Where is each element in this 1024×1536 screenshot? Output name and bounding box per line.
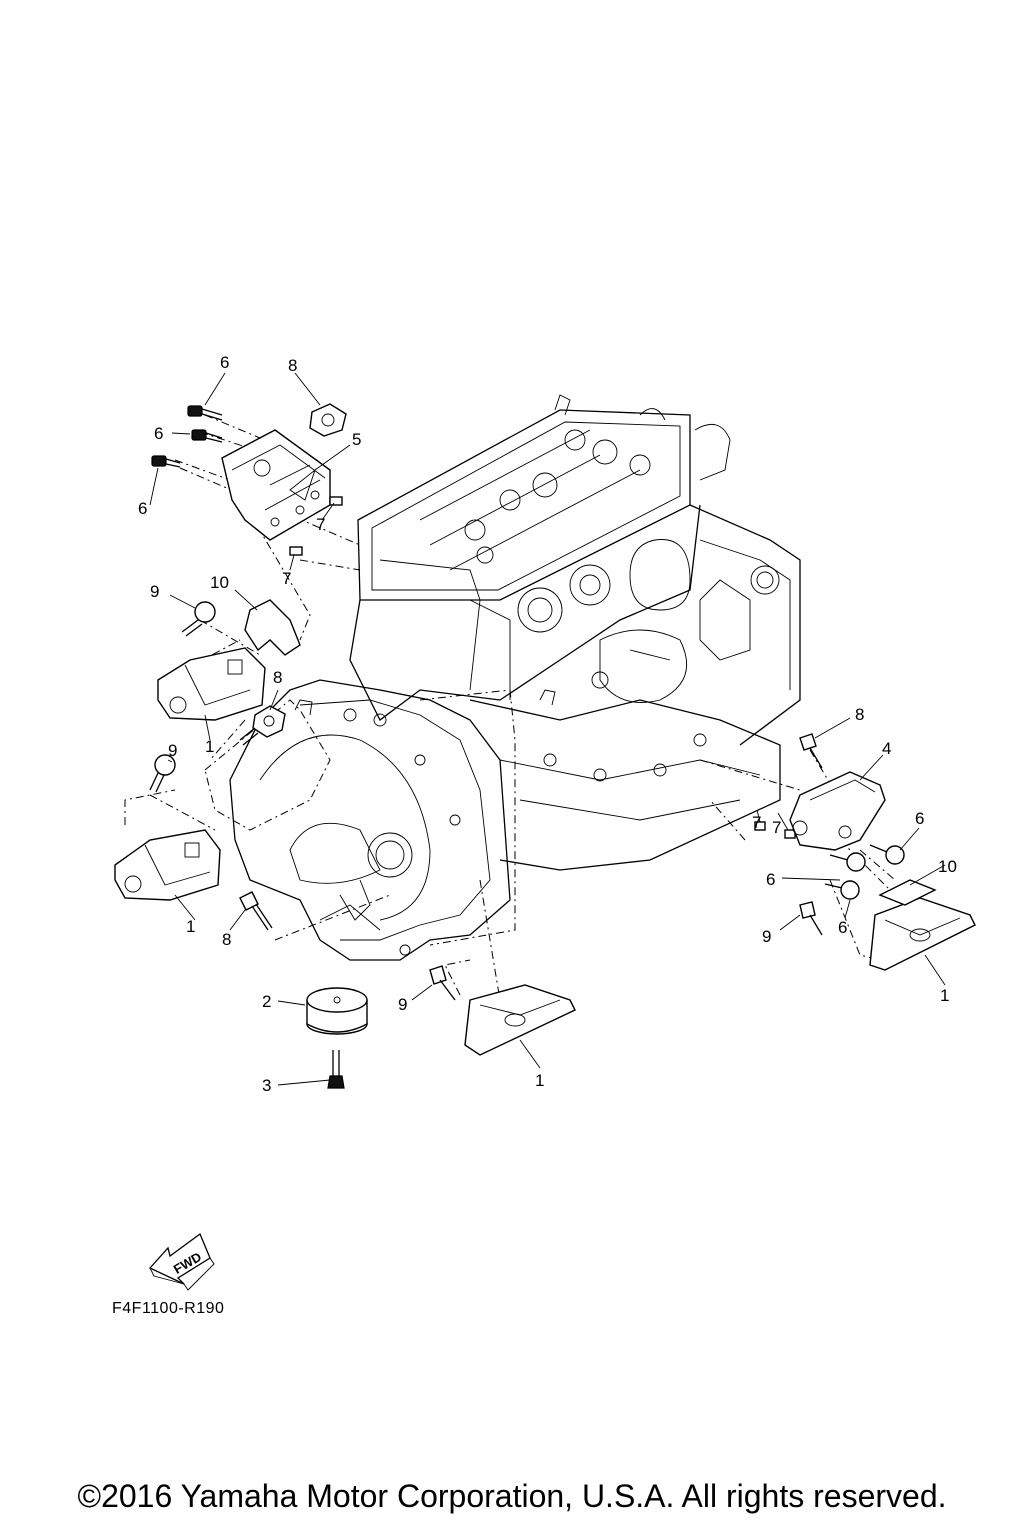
callout: 9 [150,582,159,601]
diagram-code: F4F1100-R190 [112,1300,225,1317]
callout: 7 [282,569,291,588]
callout: 8 [273,668,282,687]
leader-lines [149,372,946,1086]
callout: 8 [288,356,297,375]
part-1-mount-center [464,984,576,1056]
callout: 3 [262,1076,271,1095]
part-9-bolts [149,601,823,1001]
part-8-nut-left [239,705,286,746]
part-2-damper [306,987,368,1035]
part-1-mount-right [869,897,976,971]
part-1-mount-upper-left [157,647,266,721]
callout: 6 [220,353,229,372]
callout-numbers: 6 8 6 5 6 7 7 9 10 8 1 9 1 8 2 3 9 1 8 4… [138,353,957,1095]
callout: 1 [535,1071,544,1090]
part-8-bolt-lower-left [239,891,273,931]
copyright-notice: ©2016 Yamaha Motor Corporation, U.S.A. A… [77,1478,947,1514]
callout: 6 [915,809,924,828]
part-4-bracket [789,771,886,851]
callout: 1 [205,737,214,756]
part-1-mount-lower-left [114,829,221,901]
callout: 6 [138,499,147,518]
callout: 1 [186,917,195,936]
callout: 4 [882,739,891,758]
part-5-bracket [221,429,331,541]
part-8-nut-top [309,403,347,437]
callout: 6 [838,918,847,937]
callout: 10 [938,857,957,876]
callout: 8 [855,705,864,724]
callout: 8 [222,930,231,949]
part-10-spacer-left [244,599,301,656]
part-3-bolt [327,1050,345,1089]
callout: 9 [168,741,177,760]
callout: 7 [752,813,761,832]
callout: 9 [762,927,771,946]
part-6-bolts-top [151,405,223,468]
callout: 1 [940,986,949,1005]
part-6-bolts-right [824,844,905,900]
fwd-arrow-icon: FWD [148,1232,215,1291]
callout: 5 [352,430,361,449]
callout: 2 [262,992,271,1011]
callout: 7 [772,818,781,837]
part-8-bolt-right [799,733,823,769]
part-10-spacer-right [878,879,937,906]
callout: 6 [766,870,775,889]
callout: 9 [398,995,407,1014]
callout: 7 [316,515,325,534]
engine-block [204,394,801,961]
callout: 6 [154,424,163,443]
part-7-dowels [289,496,796,839]
callout: 10 [210,573,229,592]
